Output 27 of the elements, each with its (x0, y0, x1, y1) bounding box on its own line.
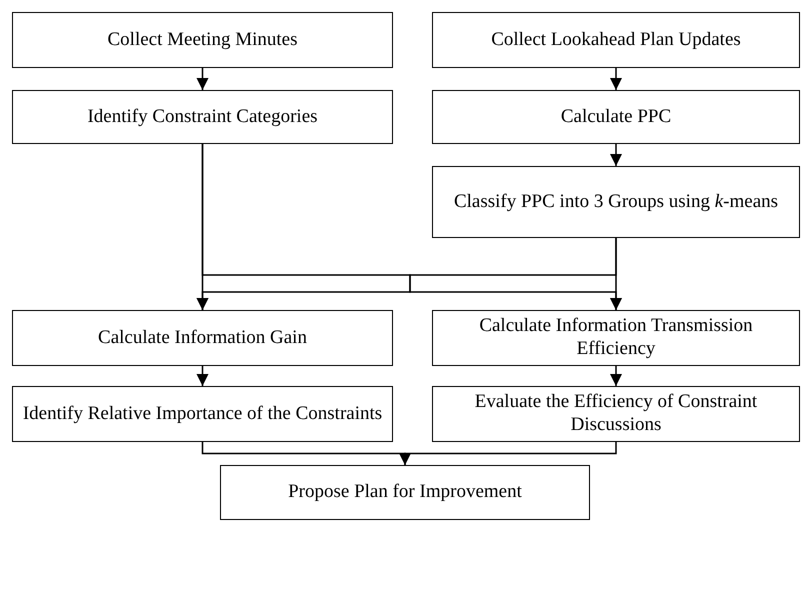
process-box (12, 90, 393, 144)
process-box (432, 386, 800, 442)
step-text: Identify Relative Importance of the Constraints (22, 402, 382, 426)
arrow (610, 144, 622, 166)
process-box (12, 12, 393, 68)
arrow (610, 68, 622, 90)
step-text: Propose Plan for Improvement (288, 481, 522, 504)
step-text: Collect Lookahead Plan Updates (491, 28, 741, 52)
process-box (432, 12, 800, 68)
step-text: Collect Meeting Minutes (108, 28, 298, 52)
step-text: Calculate PPC (560, 106, 672, 128)
step-text: Calculate Information Transmission Efficiency (478, 315, 754, 361)
arrow (610, 366, 622, 386)
process-box (432, 90, 800, 144)
process-box (220, 465, 590, 520)
arrow (399, 442, 617, 465)
step-text: Identify Constraint Categories (87, 106, 318, 128)
process-box (12, 386, 393, 442)
arrow (196, 68, 208, 90)
process-box (12, 310, 393, 366)
step-text: Calculate Information Gain (98, 326, 307, 350)
arrow (610, 238, 622, 310)
process-box (432, 166, 800, 238)
arrow (196, 366, 208, 386)
step-text: Classify PPC into 3 Groups using k-means (454, 190, 778, 214)
process-box (432, 310, 800, 366)
step-text: Evaluate the Efficiency of Constraint Discussions (474, 391, 758, 437)
